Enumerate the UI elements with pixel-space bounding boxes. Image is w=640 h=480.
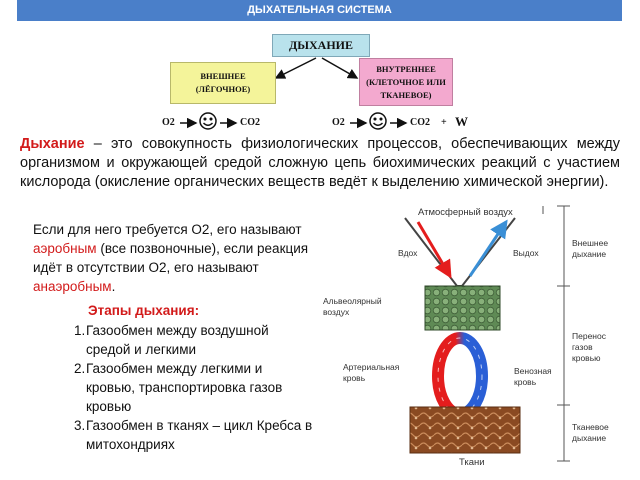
tissues-label: Ткани — [459, 457, 485, 468]
eq-right-o2: O2 — [332, 117, 345, 128]
eq-right-plus: + — [441, 117, 447, 128]
arrow-to-outer — [274, 57, 317, 79]
tissue-block — [409, 406, 521, 454]
page-header: ДЫХАТЕЛЬНАЯ СИСТЕМА — [17, 0, 622, 21]
atm-air-label: Атмосферный воздух — [418, 207, 513, 218]
external-respiration-box: ВНЕШНЕЕ(ЛЁГОЧНОЕ) — [170, 62, 276, 104]
exhale-label: Выдох — [513, 248, 539, 258]
exhale-arrow — [468, 219, 508, 277]
definition-term: Дыхание — [20, 136, 85, 152]
aerobic-word: аэробным — [33, 241, 97, 256]
stage-item: 3.Газообмен в тканях – цикл Кребса в мит… — [74, 418, 313, 452]
inhale-label: Вдох — [398, 248, 418, 258]
inhale-arrow — [416, 221, 452, 279]
smiley-icon-left — [199, 112, 217, 130]
anaerobic-word: анаэробным — [33, 279, 112, 294]
eq-left-o2: O2 — [162, 117, 175, 128]
stages-list: 1.Газообмен между воздушной средой и лег… — [74, 321, 314, 454]
smiley-icon-right — [369, 112, 387, 130]
eq-left-co2: CO2 — [240, 117, 260, 128]
eq-right-w: W — [455, 114, 468, 129]
stages-title: Этапы дыхания: — [88, 303, 200, 318]
definition-text: – это совокупность физиологических проце… — [20, 136, 620, 190]
aerobic-paragraph: Если для него требуется О2, его называют… — [33, 222, 309, 294]
stage-item: 2.Газообмен между легкими и кровью, тран… — [74, 361, 283, 414]
arrow-to-inner — [321, 57, 359, 79]
definition-paragraph: Дыхание – это совокупность физиологическ… — [20, 135, 620, 192]
respiration-box: ДЫХАНИЕ — [272, 34, 370, 57]
alveolar-tissue — [424, 285, 501, 331]
stage-item: 1.Газообмен между воздушной средой и лег… — [74, 323, 269, 357]
eq-right-co2: CO2 — [410, 117, 430, 128]
scheme-arrows — [180, 57, 408, 130]
